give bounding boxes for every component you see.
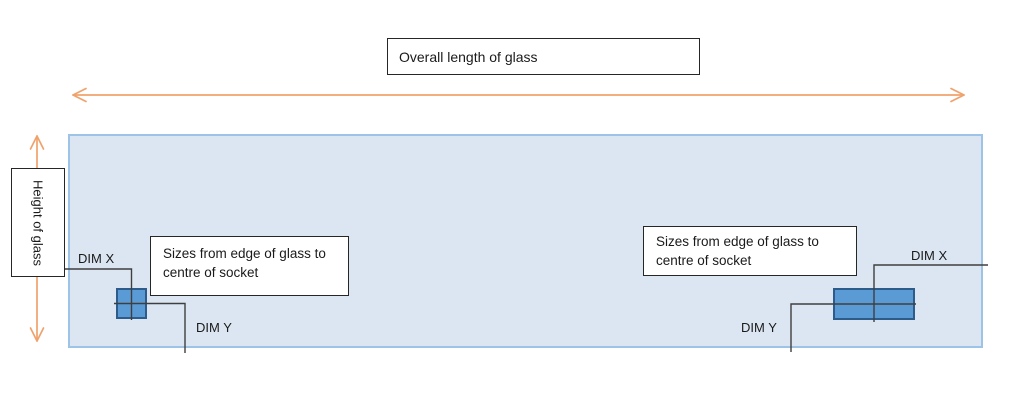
right-socket — [833, 288, 915, 320]
height-of-glass-label: Height of glass — [30, 179, 46, 266]
socket-note-left: Sizes from edge of glass to centre of so… — [150, 236, 349, 296]
arrowhead-right-icon — [950, 87, 965, 103]
dim-y-label-right: DIM Y — [741, 320, 777, 335]
arrowhead-up-icon — [29, 135, 45, 150]
socket-note-right: Sizes from edge of glass to centre of so… — [643, 226, 857, 276]
dim-y-label-left: DIM Y — [196, 320, 232, 335]
arrowhead-left-icon — [72, 87, 87, 103]
height-of-glass-label-box: Height of glass — [11, 168, 65, 277]
overall-length-label: Overall length of glass — [399, 48, 538, 65]
left-socket — [116, 288, 147, 319]
dim-x-label-left: DIM X — [78, 251, 115, 266]
arrowhead-down-icon — [29, 327, 45, 342]
overall-length-label-box: Overall length of glass — [387, 38, 700, 75]
dim-x-label-right: DIM X — [911, 248, 948, 263]
